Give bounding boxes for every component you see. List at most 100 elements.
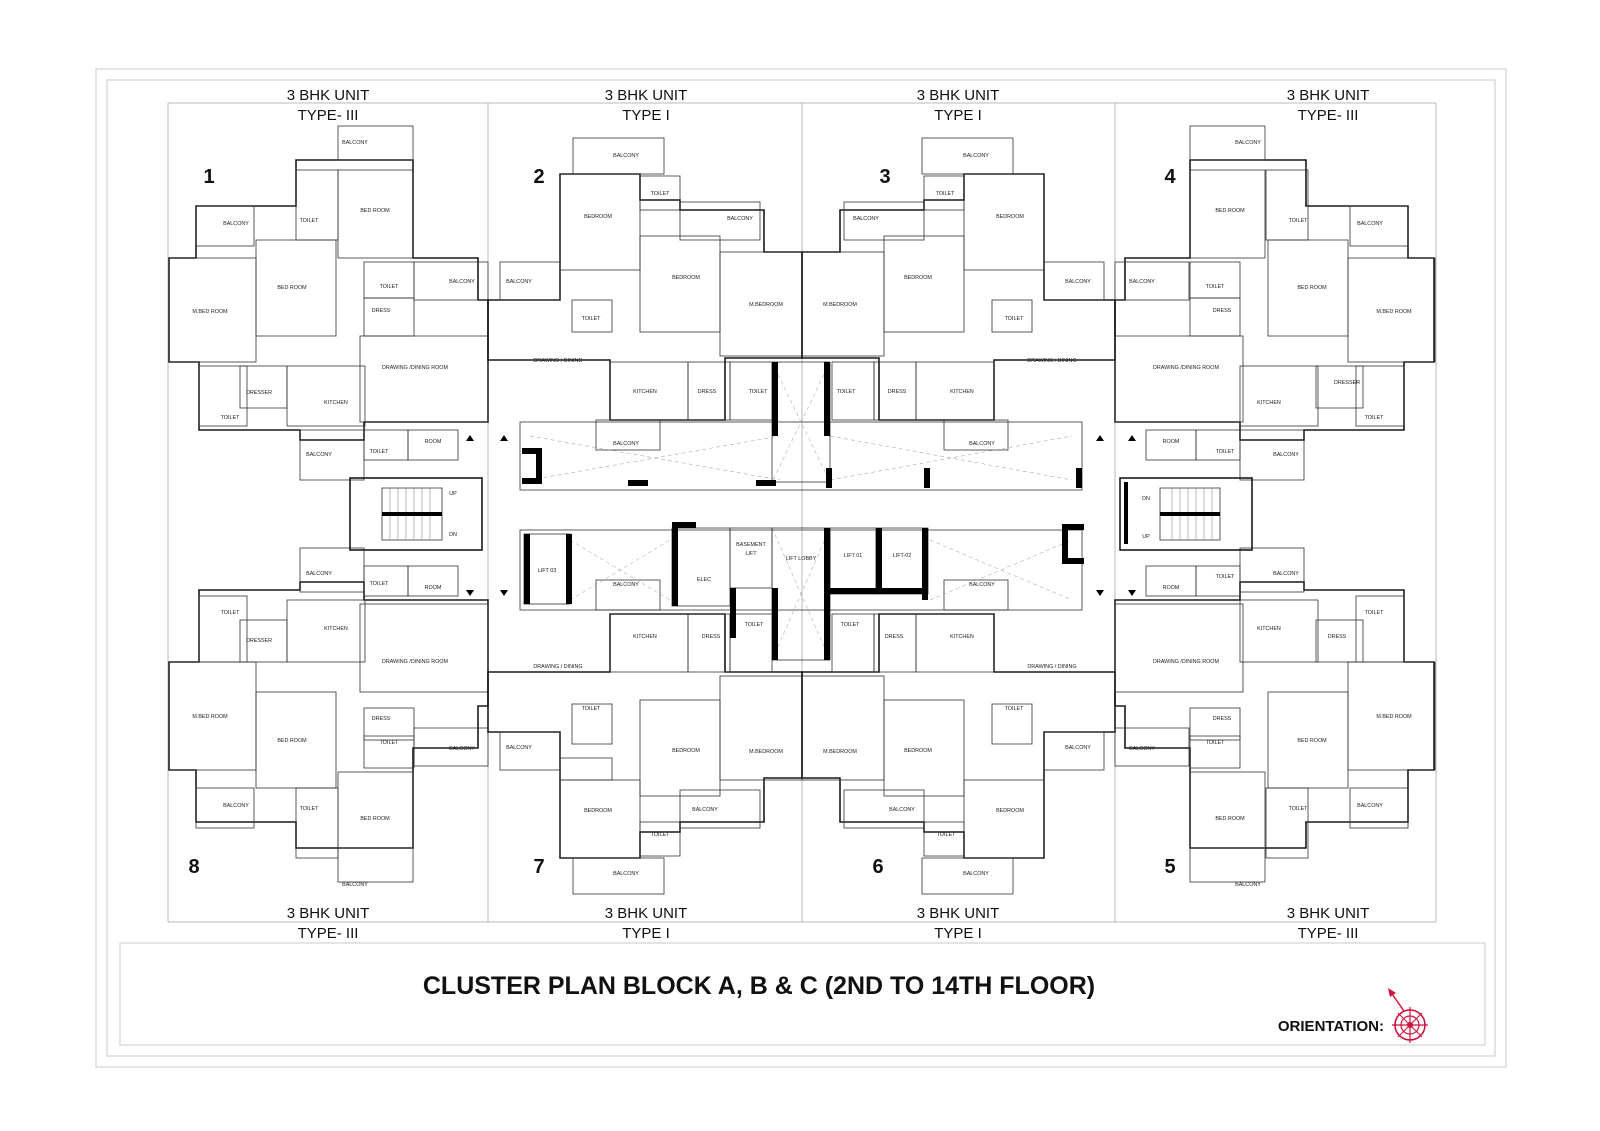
room-label: BALCONY <box>613 153 639 159</box>
room-label: KITCHEN <box>950 634 974 640</box>
plan-title: CLUSTER PLAN BLOCK A, B & C (2ND TO 14TH… <box>423 972 1095 1000</box>
room-label: BALCONY <box>1235 882 1261 888</box>
room-label: UP <box>1142 534 1150 540</box>
room-label: DRESS <box>702 634 721 640</box>
unit-number: 7 <box>533 856 544 878</box>
room-label: DRESSER <box>246 390 272 396</box>
room-label: BALCONY <box>853 216 879 222</box>
room-label: DRAWING /DINING ROOM <box>1153 365 1219 371</box>
room-label: TOILET <box>300 806 319 812</box>
room-label: KITCHEN <box>1257 400 1281 406</box>
room-label: UP <box>449 491 457 497</box>
room-label: BALCONY <box>692 807 718 813</box>
room-label: BALCONY <box>613 871 639 877</box>
room-label: BEDROOM <box>904 275 932 281</box>
unit-1-plan: BALCONY BALCONY TOILET BED ROOM BED ROOM… <box>168 125 489 481</box>
room-label: BALCONY <box>342 140 368 146</box>
unit-type-line2: TYPE I <box>934 107 982 124</box>
room-label: DRESS <box>1328 634 1347 640</box>
room-label: BALCONY <box>889 807 915 813</box>
top-unit-headers: 3 BHK UNIT TYPE- III 3 BHK UNIT TYPE I 3… <box>287 87 1370 124</box>
unit-type-line1: 3 BHK UNIT <box>605 905 688 922</box>
room-label: M.BEDROOM <box>823 302 857 308</box>
room-label: BALCONY <box>969 582 995 588</box>
room-label: ROOM <box>425 585 442 591</box>
unit-4-plan: BALCONY BALCONY TOILET BED ROOM BED ROOM… <box>1114 125 1436 481</box>
room-label: TOILET <box>1005 316 1024 322</box>
room-label: BALCONY <box>613 441 639 447</box>
room-label: TOILET <box>1216 449 1235 455</box>
unit-number: 3 <box>879 166 890 188</box>
room-label: M.BEDROOM <box>749 302 783 308</box>
room-label: TOILET <box>380 740 399 746</box>
room-label: TOILET <box>841 622 860 628</box>
room-label: BALCONY <box>963 871 989 877</box>
unit-type-line2: TYPE- III <box>1298 107 1359 124</box>
arrow-up-icon <box>1096 435 1104 441</box>
room-label: M.BED ROOM <box>192 714 228 720</box>
room-label: BALCONY <box>1357 803 1383 809</box>
room-label: BEDROOM <box>672 275 700 281</box>
room-label: DRESS <box>372 716 391 722</box>
room-label: DRESS <box>698 389 717 395</box>
unit-7-plan: BALCONY BEDROOM TOILET BALCONY BEDROOM B… <box>487 579 803 895</box>
unit-number: 1 <box>203 166 214 188</box>
unit-type-line1: 3 BHK UNIT <box>287 87 370 104</box>
orientation-label: ORIENTATION: <box>1278 1018 1384 1035</box>
room-label: TOILET <box>1289 218 1308 224</box>
room-label: TOILET <box>651 832 670 838</box>
unit-type-line2: TYPE- III <box>1298 925 1359 942</box>
room-label: BALCONY <box>449 279 475 285</box>
stair-right: DN UP <box>1119 477 1253 551</box>
room-label: BEDROOM <box>904 748 932 754</box>
unit-number: 2 <box>533 166 544 188</box>
unit-type-line1: 3 BHK UNIT <box>917 905 1000 922</box>
room-label: TOILET <box>1289 806 1308 812</box>
room-label: BED ROOM <box>277 738 307 744</box>
room-label: ROOM <box>1163 585 1180 591</box>
unit-number: 4 <box>1164 166 1176 188</box>
arrow-up-icon <box>466 435 474 441</box>
room-label: DN <box>449 532 457 538</box>
room-label: ELEC <box>697 577 711 583</box>
room-label: BALCONY <box>1273 571 1299 577</box>
room-label: TOILET <box>582 706 601 712</box>
outer-frame <box>95 68 1507 1068</box>
room-label: DRAWING /DINING ROOM <box>382 365 448 371</box>
unit-numbers: 1 2 3 4 8 7 6 5 <box>188 166 1176 878</box>
room-label: TOILET <box>1216 574 1235 580</box>
room-label: BALCONY <box>1129 746 1155 752</box>
arrow-up-icon <box>1128 435 1136 441</box>
room-label: TOILET <box>300 218 319 224</box>
room-label: TOILET <box>221 415 240 421</box>
room-label: M.BED ROOM <box>1376 714 1412 720</box>
room-label: DRAWING /DINING ROOM <box>1153 659 1219 665</box>
arrow-down-icon <box>500 590 508 596</box>
arrow-down-icon <box>1096 590 1104 596</box>
room-label: TOILET <box>370 449 389 455</box>
room-label: M.BED ROOM <box>192 309 228 315</box>
room-label: BALCONY <box>969 441 995 447</box>
room-label: TOILET <box>582 316 601 322</box>
room-label: ROOM <box>425 439 442 445</box>
room-label: ROOM <box>1163 439 1180 445</box>
room-label: KITCHEN <box>1257 626 1281 632</box>
room-label: BALCONY <box>223 803 249 809</box>
arrow-down-icon <box>1128 590 1136 596</box>
compass-rose-icon <box>1388 988 1428 1043</box>
room-label: TOILET <box>1206 740 1225 746</box>
room-label: DRAWING / DINING <box>1027 664 1076 670</box>
unit-3-plan: BALCONY BEDROOM TOILET BALCONY BEDROOM B… <box>801 137 1116 451</box>
central-core: LIFT 03 ELEC BASEMENT LIFT LIFT LOBBY LI… <box>519 361 1084 661</box>
room-label: TOILET <box>837 389 856 395</box>
room-label: TOILET <box>937 832 956 838</box>
unit-type-line1: 3 BHK UNIT <box>605 87 688 104</box>
bottom-unit-headers: 3 BHK UNIT TYPE- III 3 BHK UNIT TYPE I 3… <box>287 905 1370 942</box>
room-label: BALCONY <box>1273 452 1299 458</box>
room-label: BALCONY <box>613 582 639 588</box>
room-label: BEDROOM <box>584 808 612 814</box>
unit-type-line1: 3 BHK UNIT <box>1287 905 1370 922</box>
room-label: TOILET <box>380 284 399 290</box>
room-label: BALCONY <box>727 216 753 222</box>
